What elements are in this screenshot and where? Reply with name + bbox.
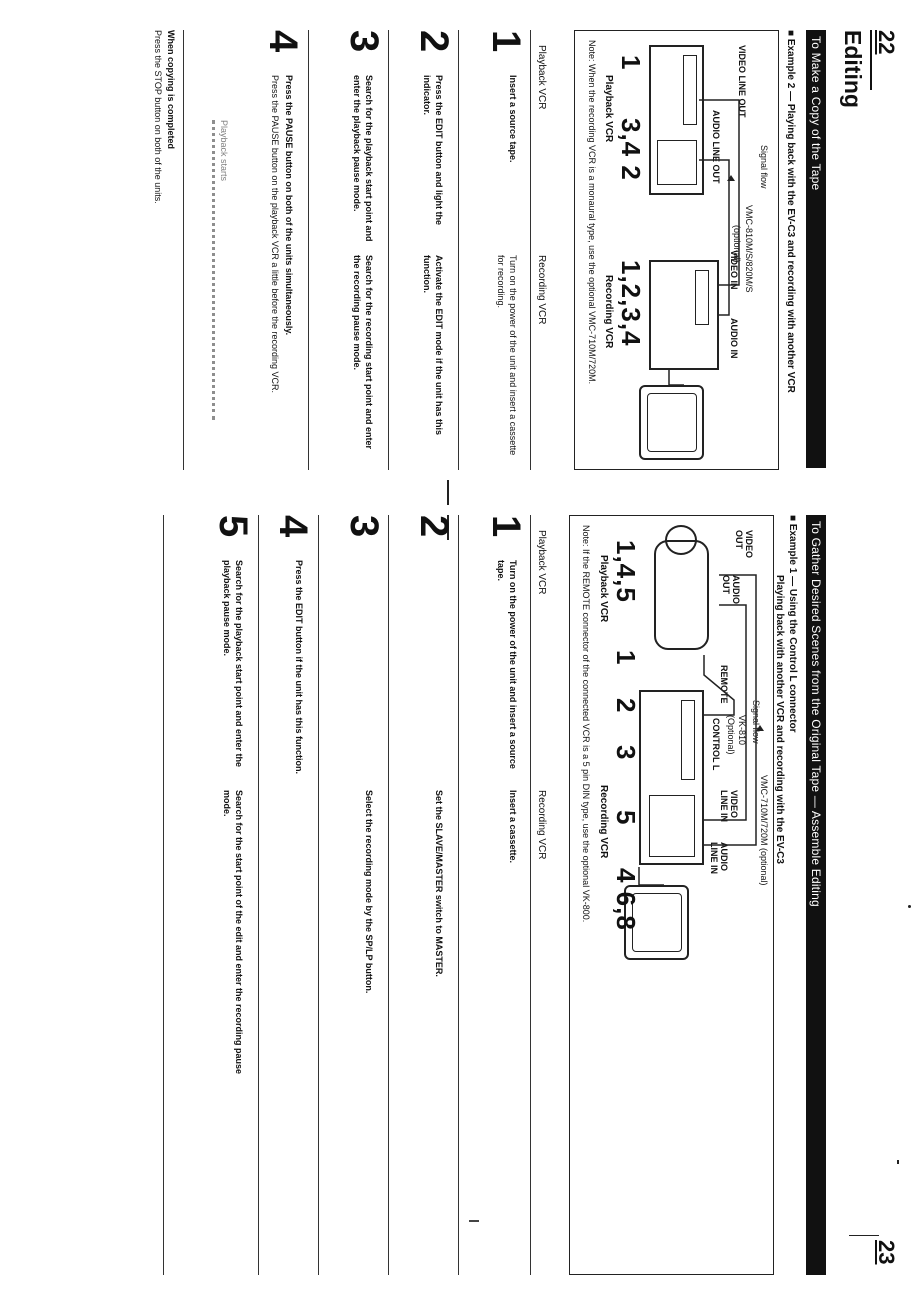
- section-bar-assemble-editing: To Gather Desired Scenes from the Origin…: [806, 515, 826, 1275]
- step-1-playback: Insert a source tape.: [508, 75, 518, 163]
- remote-connector-note: Note: If the REMOTE connector of the con…: [581, 525, 591, 923]
- column-header-rule: [530, 30, 531, 470]
- playback-vcr-label-right: Playback VCR: [598, 555, 609, 623]
- rec-number-1: 1: [611, 650, 641, 666]
- example-2-text: Example 2 — Playing back with the EV-C3 …: [785, 38, 796, 393]
- step-1-number: 1: [484, 30, 528, 53]
- r-step-divider: [318, 515, 319, 1275]
- scan-speck: [897, 1160, 899, 1164]
- step-2-recording: Activate the EDIT mode if the unit has t…: [422, 255, 444, 436]
- after-copy-title: When copying is completed: [166, 30, 176, 150]
- step-3-number: 3: [342, 30, 386, 53]
- rec-numbers-4-6-8: 4 6,8: [611, 868, 641, 931]
- example-1-text: Example 1 — Using the Control L connecto…: [787, 523, 798, 733]
- scan-speck: [908, 905, 911, 908]
- step-3-recording: Search for the recording start point and…: [352, 255, 374, 450]
- section-bar-copy-tape: To Make a Copy of the Tape: [806, 30, 826, 468]
- step-2-number: 2: [412, 30, 456, 53]
- playback-numbers-right: 1,4,5: [611, 540, 641, 603]
- step-divider: [388, 30, 389, 470]
- r-step-1-recording: Insert a cassette.: [508, 790, 518, 864]
- col-header-playback: Playback VCR: [536, 45, 547, 110]
- recording-vcr-label-right: Recording VCR: [598, 785, 609, 859]
- r-step-2-recording: Set the SLAVE/MASTER switch to MASTER.: [434, 790, 444, 977]
- r-step-4-playback: Press the EDIT button if the unit has th…: [294, 560, 304, 775]
- r-step-divider: [458, 515, 459, 1275]
- timing-waveform: [212, 120, 215, 420]
- monaural-note: Note: When the recording VCR is a monaur…: [587, 40, 597, 385]
- r-step-3-number: 3: [342, 515, 386, 538]
- playback-step-number-1: 1: [616, 55, 646, 71]
- step-3-playback: Search for the playback start point and …: [352, 75, 374, 242]
- page-number-22: 22: [874, 30, 899, 55]
- step-divider: [458, 30, 459, 470]
- rec-number-3: 3: [611, 745, 641, 761]
- r-step-4-number: 4: [271, 515, 315, 538]
- r-step-1-number: 1: [484, 515, 528, 538]
- page-number-rule: [870, 30, 872, 90]
- scan-speck: [469, 1220, 479, 1222]
- rec-number-5: 5: [611, 810, 641, 826]
- connection-cables: [668, 99, 740, 386]
- playback-step-numbers-3-4-2: 3,4 2: [616, 118, 646, 181]
- step-divider: [308, 30, 309, 470]
- r-step-divider: [258, 515, 259, 1275]
- playback-vcr-label: Playback VCR: [603, 75, 614, 143]
- section-title: Editing: [840, 30, 866, 108]
- r-step-3-recording: Select the recording mode by the SP/LP b…: [364, 790, 374, 994]
- example-1-title: ■ Example 1 — Using the Control L connec…: [787, 515, 798, 733]
- col-header-playback-right: Playback VCR: [536, 530, 547, 595]
- gutter-mark: [447, 480, 449, 505]
- r-step-5-playback: Search for the playback start point and …: [222, 560, 244, 768]
- col-header-recording: Recording VCR: [536, 255, 547, 325]
- step-4-playback: Press the PAUSE button on the playback V…: [270, 75, 280, 393]
- r-bottom-rule: [163, 515, 164, 1275]
- step-1-recording: Turn on the power of the unit and insert…: [496, 255, 518, 456]
- page-number-rule-right: [849, 1235, 879, 1236]
- r-step-5-recording: Search for the start point of the edit a…: [222, 790, 244, 1075]
- example-1-subtitle: Playing back with another VCR and record…: [774, 575, 785, 864]
- example-2-title: ■ Example 2 — Playing back with the EV-C…: [785, 30, 796, 393]
- col-header-recording-right: Recording VCR: [536, 790, 547, 860]
- after-copy-text: Press the STOP button on both of the uni…: [153, 30, 163, 204]
- timing-label-playback: Playback starts: [219, 120, 229, 182]
- r-step-1-playback: Turn on the power of the unit and insert…: [496, 560, 518, 769]
- step-2-playback: Press the EDIT button and light the indi…: [422, 75, 444, 226]
- recording-step-numbers: 1,2,3,4: [616, 260, 646, 347]
- r-step-5-number: 5: [211, 515, 255, 538]
- rec-number-2: 2: [611, 698, 641, 714]
- column-header-rule-right: [530, 515, 531, 1275]
- r-step-2-number: 2: [412, 515, 456, 538]
- step-4-number: 4: [261, 30, 305, 53]
- page-number-23: 23: [874, 1240, 899, 1265]
- after-divider: [183, 30, 184, 470]
- assemble-cables: [638, 574, 764, 886]
- r-step-divider: [388, 515, 389, 1275]
- step-4-playback-bold: Press the PAUSE button on both of the un…: [284, 75, 294, 336]
- recording-vcr-label: Recording VCR: [603, 275, 614, 349]
